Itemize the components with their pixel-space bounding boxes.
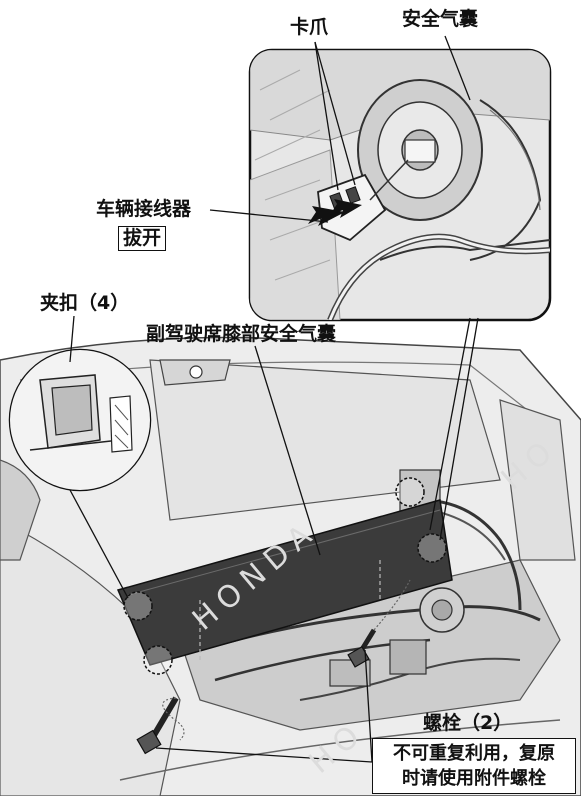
clip-detail-circle bbox=[8, 348, 152, 492]
clip-marker-right-lower bbox=[417, 533, 447, 563]
connector-detail-inset bbox=[248, 48, 552, 322]
note-line-1: 不可重复利用，复原 bbox=[393, 743, 555, 764]
clip-markers bbox=[123, 477, 447, 675]
knee-airbag-label: 副驾驶席膝部安全气囊 bbox=[146, 323, 337, 345]
bolt-icons bbox=[136, 579, 411, 755]
dashboard-illustration bbox=[0, 336, 581, 796]
bolt-icon bbox=[136, 696, 179, 755]
claw-label: 卡爪 bbox=[290, 16, 329, 38]
clip-marker-left-upper bbox=[123, 591, 153, 621]
pull-arrow-icon bbox=[330, 199, 362, 218]
bolt-note-box: 不可重复利用，复原 时请使用附件螺栓 bbox=[372, 738, 576, 794]
clip-marker-left-lower bbox=[143, 645, 173, 675]
bolt-label: 螺栓（2） bbox=[423, 712, 513, 734]
clip-label: 夹扣（4） bbox=[40, 292, 130, 314]
leader-lines bbox=[69, 35, 479, 763]
airbag-label: 安全气囊 bbox=[402, 8, 479, 30]
knee-airbag-panel bbox=[116, 499, 453, 666]
disconnect-label: 拔开 bbox=[118, 226, 167, 251]
note-line-2: 时请使用附件螺栓 bbox=[402, 768, 546, 789]
vehicle-connector-label: 车辆接线器 bbox=[96, 198, 192, 220]
bolt-icon bbox=[347, 628, 377, 668]
clip-marker-right-upper bbox=[395, 477, 425, 507]
